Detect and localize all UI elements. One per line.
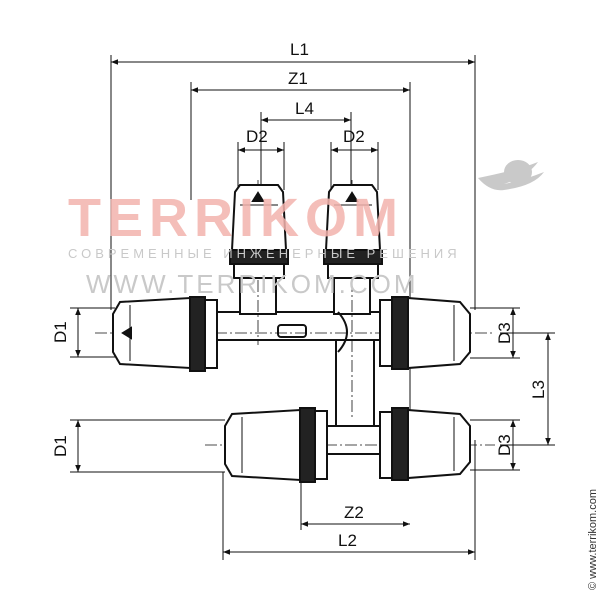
watermark-brand: TERRIKOM <box>68 188 404 248</box>
label-D1-top: D1 <box>51 321 70 343</box>
label-plate <box>277 324 307 338</box>
watermark-url: WWW.TERRIKOM.COM <box>86 269 419 299</box>
label-D2-right: D2 <box>343 127 365 146</box>
connector-pipe <box>335 339 375 431</box>
label-L3: L3 <box>529 380 548 399</box>
bottom-main-pipe <box>324 425 388 455</box>
fitting-bottom-left <box>224 407 328 483</box>
label-D1-bottom: D1 <box>51 435 70 457</box>
label-Z1: Z1 <box>288 69 308 88</box>
fitting-top-outlet-right <box>323 184 383 279</box>
label-L2: L2 <box>338 531 357 550</box>
label-L4: L4 <box>295 99 314 118</box>
side-credit: © www.terrikom.com <box>587 489 599 590</box>
fitting-top-left <box>112 296 218 372</box>
dimension-lines <box>75 59 551 555</box>
label-D3-bottom: D3 <box>495 434 514 456</box>
fitting-top-outlet-left <box>229 184 289 279</box>
fitting-bottom-right <box>379 407 471 481</box>
label-L1: L1 <box>290 40 309 59</box>
watermark: TERRIKOM СОВРЕМЕННЫЕ ИНЖЕНЕРНЫЕ РЕШЕНИЯ … <box>68 160 544 299</box>
globe-icon <box>504 160 532 184</box>
label-D3-top: D3 <box>495 322 514 344</box>
watermark-tagline: СОВРЕМЕННЫЕ ИНЖЕНЕРНЫЕ РЕШЕНИЯ <box>68 246 461 261</box>
label-D2-left: D2 <box>246 127 268 146</box>
label-Z2: Z2 <box>344 503 364 522</box>
fitting-top-right <box>379 296 471 370</box>
